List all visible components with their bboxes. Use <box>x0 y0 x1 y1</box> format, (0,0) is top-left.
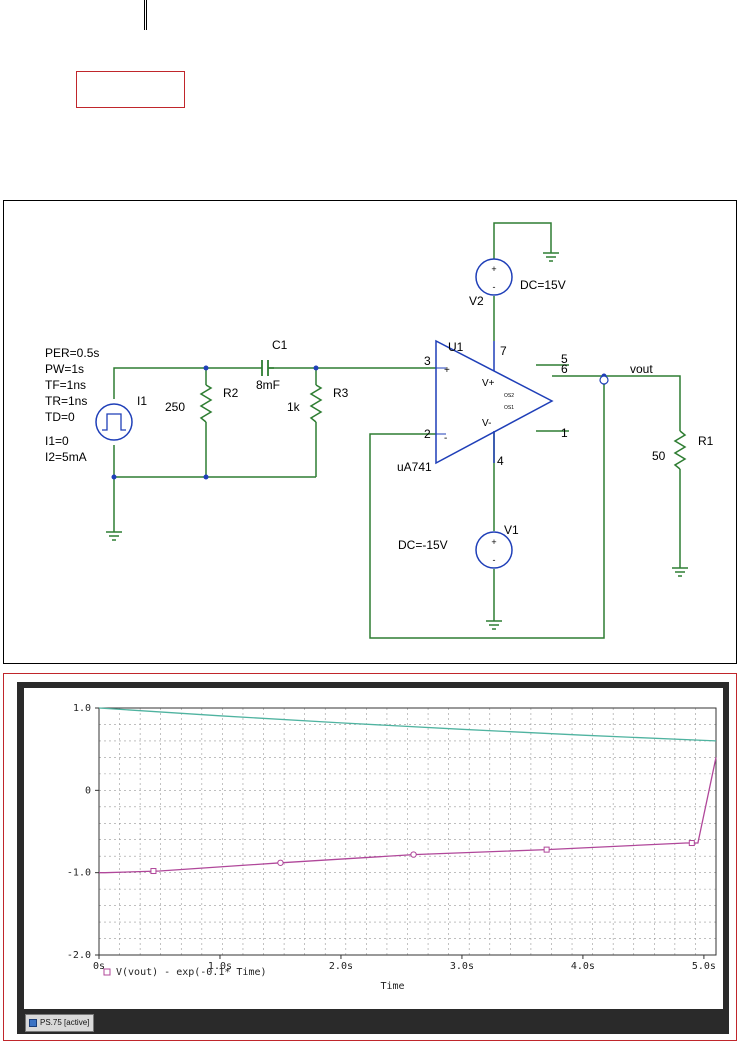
source-param: PW=1s <box>45 362 84 376</box>
resistor-symbols <box>199 384 687 470</box>
opamp-os2-label: OS2 <box>504 393 514 399</box>
x-tick-label: 1.0s <box>208 961 232 972</box>
window-tabbar: PS.75 [active] <box>17 1012 729 1034</box>
resistor-value: 50 <box>652 449 666 463</box>
source-label: I1 <box>137 394 147 408</box>
capacitor-name: C1 <box>272 338 288 352</box>
series-line <box>98 707 717 742</box>
resistor-name: R2 <box>223 386 239 400</box>
opamp-part: uA741 <box>397 460 432 474</box>
resistor-name: R1 <box>698 434 714 448</box>
source-param: I2=5mA <box>45 450 87 464</box>
source-param: PER=0.5s <box>45 346 99 360</box>
series-marker <box>543 846 550 853</box>
series-marker <box>688 840 695 847</box>
supply-value: DC=15V <box>520 278 566 292</box>
supply-name: V2 <box>469 294 484 308</box>
opamp-vplus-label: V+ <box>482 378 495 389</box>
pin-number: 5 <box>561 352 568 366</box>
source-param: TF=1ns <box>45 378 86 392</box>
resistor-name: R3 <box>333 386 349 400</box>
plot-frame <box>98 707 717 956</box>
resistor-value: 250 <box>165 400 185 414</box>
highlight-box <box>76 71 185 108</box>
pin-number: 2 <box>424 427 431 441</box>
source-param: TR=1ns <box>45 394 87 408</box>
svg-text:-: - <box>493 555 496 565</box>
junction-dots <box>111 365 607 480</box>
schematic-canvas: + - + - PER=0.5s PW=1s TF=1ns TR=1ns TD=… <box>45 222 714 639</box>
opamp-os1-label: OS1 <box>504 405 514 411</box>
ground-symbols <box>106 252 688 630</box>
opamp-plus-sign: + <box>444 365 450 376</box>
x-axis-label: Time <box>380 981 404 992</box>
series-marker <box>277 859 284 866</box>
tab-label: PS.75 [active] <box>40 1018 90 1027</box>
opamp-symbol <box>435 339 554 465</box>
y-tick-label: 0 <box>85 785 91 796</box>
pin-number: 4 <box>497 454 504 468</box>
source-param: I1=0 <box>45 434 69 448</box>
current-source-symbol <box>95 403 133 441</box>
x-tick-label: 0s <box>93 961 105 972</box>
opamp-vminus-label: V- <box>482 418 491 429</box>
svg-text:-: - <box>493 282 496 292</box>
opamp-ref: U1 <box>448 340 464 354</box>
pin-number: 6 <box>561 362 568 376</box>
supply-value: DC=-15V <box>398 538 448 552</box>
x-tick-label: 5.0s <box>692 961 716 972</box>
dc-source-v1: + - <box>475 531 513 569</box>
opamp-minus-sign: - <box>444 433 447 444</box>
x-tick-label: 4.0s <box>571 961 595 972</box>
x-tick-label: 3.0s <box>450 961 474 972</box>
y-tick-label: -2.0 <box>67 950 91 961</box>
voltage-marker-icon[interactable] <box>599 375 609 385</box>
pin-number: 7 <box>500 344 507 358</box>
source-param: TD=0 <box>45 410 75 424</box>
svg-text:+: + <box>491 264 496 274</box>
tab-ps75[interactable]: PS.75 [active] <box>25 1014 95 1032</box>
y-tick-label: -1.0 <box>67 868 91 879</box>
legend-marker <box>103 968 111 976</box>
dc-source-v2: + - <box>475 258 513 296</box>
legend-entry: V(vout) - exp(-0.1* Time) <box>116 967 267 978</box>
wires <box>113 222 681 639</box>
net-label: vout <box>630 362 653 376</box>
series-marker <box>410 851 417 858</box>
page-rule <box>144 0 147 30</box>
capacitor-value: 8mF <box>256 378 280 392</box>
plot-window-icon <box>29 1019 37 1027</box>
pin-number: 3 <box>424 354 431 368</box>
resistor-value: 1k <box>287 400 301 414</box>
schematic-panel: + - + - PER=0.5s PW=1s TF=1ns TR=1ns TD=… <box>3 200 737 664</box>
pin-number: 1 <box>561 426 568 440</box>
y-tick-label: 1.0 <box>73 703 91 714</box>
supply-name: V1 <box>504 523 519 537</box>
series-marker <box>150 868 157 875</box>
capacitor-symbol <box>261 360 274 376</box>
svg-text:+: + <box>491 537 496 547</box>
x-tick-label: 2.0s <box>329 961 353 972</box>
